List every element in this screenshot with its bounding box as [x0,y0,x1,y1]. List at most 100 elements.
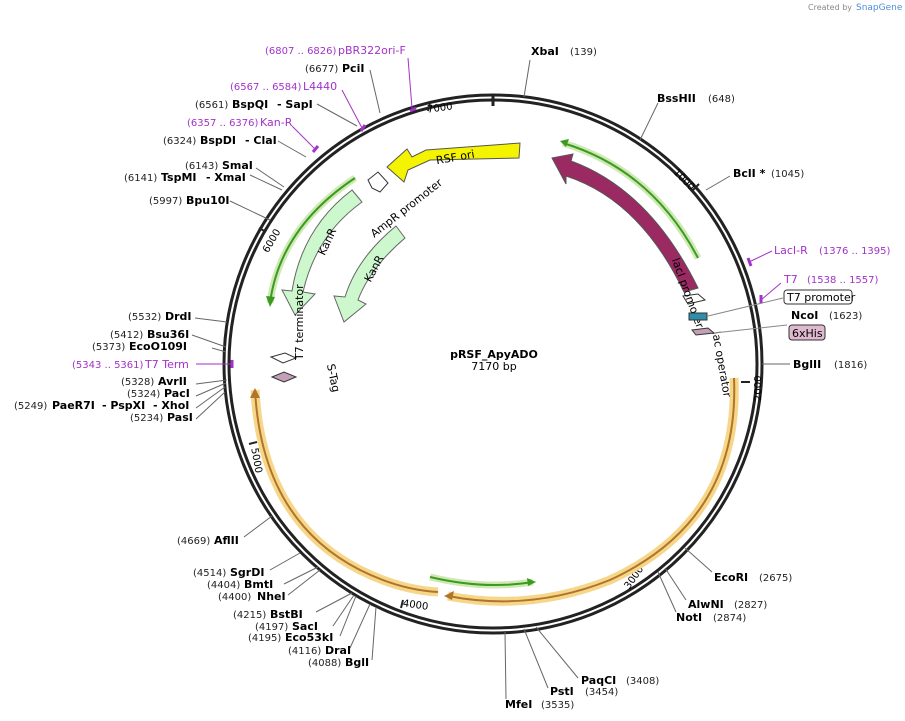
primer-pbr322ori-f-range: (6807 .. 6826) [265,46,337,57]
enzyme-bspqi[interactable]: BspQI [232,98,268,111]
enzyme-noti-pos: (2874) [713,613,746,624]
enzyme-pcii[interactable]: PciI [342,62,364,75]
enzyme-paqci[interactable]: PaqCI [581,674,616,687]
enzyme-sgrdi-pos: (4514) [193,568,226,579]
enzyme-clai[interactable]: - ClaI [245,134,277,147]
snapgene-logo: SnapGene [856,3,903,13]
enzyme-psti[interactable]: PstI [550,685,574,698]
enzyme-bstbi[interactable]: BstBI [270,608,303,621]
enzyme-pspxi[interactable]: - PspXI [102,399,145,412]
enzyme-bcli[interactable]: BclI * [733,167,766,180]
enzyme-paer7i[interactable]: PaeR7I [52,399,95,412]
enzyme-aflii-pos: (4669) [177,536,210,547]
enzyme-tspmi[interactable]: TspMI [161,171,197,184]
leader-lines-bottom-left [243,515,377,661]
created-by-text: Created by [808,3,852,12]
enzyme-bspdi[interactable]: BspDI [200,134,236,147]
tick-2000: 2000 [753,376,764,401]
enzyme-bstbi-pos: (4215) [233,610,266,621]
enzyme-pcii-pos: (6677) [305,64,338,75]
orf-upper-right [560,139,702,260]
enzyme-ncoi-pos: (1623) [829,311,862,322]
enzyme-bsshii-pos: (648) [708,94,735,105]
enzyme-avrii-pos: (5328) [121,377,154,388]
primer-pbr322ori-f[interactable]: pBR322ori-F [338,44,406,57]
t7-terminator-feature[interactable]: T7 terminator [269,284,306,364]
enzyme-bpu10i[interactable]: Bpu10I [186,194,230,207]
primer-t7[interactable]: T7 [783,273,798,286]
primer-t7-term-range: (5343 .. 5361) [72,360,144,371]
t7-promoter-badge[interactable]: T7 promoter [783,289,856,305]
plasmid-name: pRSF_ApyADO [450,348,538,361]
enzyme-mfei[interactable]: MfeI [505,698,532,711]
primer-kan-r[interactable]: Kan-R [260,116,293,129]
enzyme-drdi[interactable]: DrdI [165,310,192,323]
enzyme-xhoi[interactable]: - XhoI [153,399,189,412]
orf-insert [250,377,739,606]
enzyme-eco53ki[interactable]: Eco53kI [285,631,333,644]
enzyme-aflii[interactable]: AflII [214,534,239,547]
enzyme-bspqi-pos: (6561) [195,100,228,111]
enzyme-ecoo109i[interactable]: EcoO109I [129,340,187,353]
enzyme-paer7i-pos: (5249) [14,401,47,412]
enzyme-bglii-pos: (1816) [834,360,867,371]
enzyme-paci-pos: (5324) [127,389,160,400]
enzyme-bmti[interactable]: BmtI [244,578,273,591]
t7-terminator-label: T7 terminator [293,284,306,361]
enzyme-saci[interactable]: SacI [292,620,318,633]
primer-laci-r[interactable]: LacI-R [774,244,808,257]
enzyme-nhei-pos: (4400) [218,592,251,603]
enzyme-smai[interactable]: SmaI [222,159,253,172]
enzyme-nhei[interactable]: NheI [257,590,286,603]
kanr-feature-2[interactable]: KanR [333,225,406,323]
primer-t7-range: (1538 .. 1557) [807,275,879,286]
enzyme-xmai[interactable]: - XmaI [206,171,246,184]
enzyme-sgrdi[interactable]: SgrDI [230,566,264,579]
stag-feature[interactable]: S-Tag [270,363,343,394]
t7-promoter-label: T7 promoter [786,291,856,304]
primer-l4440-range: (6567 .. 6584) [230,82,302,93]
6xhis-label: 6xHis [792,327,823,340]
6xhis-badge[interactable]: 6xHis [788,324,826,341]
kanr-orf-line [266,175,357,307]
enzyme-bspdi-pos: (6324) [163,136,196,147]
leader-lines-left-middle [191,69,381,420]
enzyme-noti[interactable]: NotI [676,611,702,624]
enzyme-paqci-pos: (3408) [626,676,659,687]
enzyme-bsu36i[interactable]: Bsu36I [147,328,189,341]
tick-4000: 4000 [402,598,429,612]
enzyme-psti-pos: (3454) [585,687,618,698]
enzyme-xbai-pos: (139) [570,47,597,58]
enzyme-smai-pos: (6143) [185,161,218,172]
enzyme-ecori-pos: (2675) [759,573,792,584]
enzyme-bglii[interactable]: BglII [793,358,821,371]
primer-l4440[interactable]: L4440 [303,80,337,93]
enzyme-bpu10i-pos: (5997) [149,196,182,207]
tick-7000: 7000 [427,101,454,115]
rsf-ori-feature[interactable]: RSF ori [386,142,521,183]
enzyme-ecori[interactable]: EcoRI [714,571,748,584]
enzyme-pasi-pos: (5234) [130,413,163,424]
enzyme-alwni-pos: (2827) [734,600,767,611]
plasmid-size: 7170 bp [471,360,516,373]
enzyme-bsshii[interactable]: BssHII [657,92,696,105]
primer-laci-r-range: (1376 .. 1395) [819,246,891,257]
enzyme-drai[interactable]: DraI [325,644,351,657]
enzyme-bcli-pos: (1045) [771,169,804,180]
enzyme-tspmi-pos: (6141) [124,173,157,184]
enzyme-xbai[interactable]: XbaI [531,45,559,58]
primer-t7-term[interactable]: T7 Term [144,358,189,371]
ampr-promoter-feature[interactable]: AmpR promoter [367,171,445,240]
enzyme-mfei-pos: (3535) [541,700,574,711]
enzyme-paci[interactable]: PacI [164,387,190,400]
enzyme-pasi[interactable]: PasI [167,411,193,424]
enzyme-sapi[interactable]: - SapI [277,98,313,111]
enzyme-ncoi[interactable]: NcoI [791,309,818,322]
enzyme-bgli[interactable]: BglI [345,656,369,669]
enzyme-eco53ki-pos: (4195) [248,633,281,644]
enzyme-bgli-pos: (4088) [308,658,341,669]
tick-5000: 5000 [248,447,263,474]
enzyme-avrii[interactable]: AvrII [158,375,187,388]
enzyme-alwni[interactable]: AlwNI [688,598,724,611]
enzyme-drdi-pos: (5532) [128,312,161,323]
